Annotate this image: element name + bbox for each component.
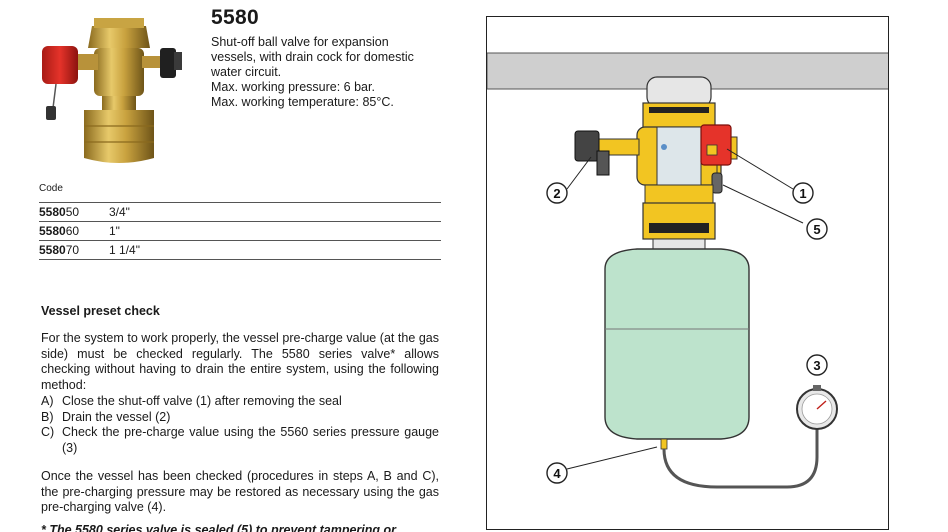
code-suffix: 60 — [65, 224, 80, 238]
callout-5-label: 5 — [813, 222, 820, 237]
description-line: Max. working temperature: 85°C. — [211, 95, 394, 109]
gas-precharge-valve — [660, 438, 668, 450]
list-item: B) Drain the vessel (2) — [41, 410, 439, 426]
gauge-hose — [662, 427, 819, 489]
size-cell: 1 1/4" — [109, 243, 140, 257]
callout-1-label: 1 — [799, 186, 806, 201]
step-text: Drain the vessel (2) — [62, 409, 171, 424]
code-prefix: 5580 — [39, 224, 66, 238]
expansion-vessel — [604, 248, 750, 440]
callout-4-label: 4 — [553, 466, 561, 481]
callout-4 — [546, 462, 568, 484]
description-line: Shut-off ball valve for expansion — [211, 35, 389, 49]
code-suffix: 50 — [65, 205, 80, 219]
intro-paragraph: For the system to work properly, the ves… — [41, 331, 439, 392]
footnote: * The 5580 series valve is sealed (5) to… — [41, 523, 397, 532]
leader-line-5 — [722, 184, 804, 224]
code-cell: 558070 — [39, 241, 109, 259]
description-line: vessels, with drain cock for domestic — [211, 50, 414, 64]
diagram-drawing: 1 2 3 4 5 — [487, 52, 888, 489]
steps-list: A) Close the shut-off valve (1) after re… — [41, 394, 439, 456]
product-description: Shut-off ball valve for expansion vessel… — [211, 35, 451, 110]
list-item: C) Check the pre-charge value using the … — [41, 425, 439, 456]
product-photo — [42, 18, 182, 163]
size-cell: 1" — [109, 224, 120, 238]
description-line: Max. working pressure: 6 bar. — [211, 80, 375, 94]
table-row: 558070 1 1/4" — [39, 241, 441, 260]
leader-line-4 — [566, 446, 658, 470]
step-letter: B) — [41, 409, 54, 424]
drain-cock-knob — [574, 130, 600, 162]
code-suffix: 70 — [65, 243, 80, 257]
code-cell: 558050 — [39, 203, 109, 221]
section-heading: Vessel preset check — [41, 304, 160, 318]
callout-1 — [792, 182, 814, 204]
table-row: 558050 3/4" — [39, 203, 441, 222]
size-cell: 3/4" — [109, 205, 130, 219]
code-table: 558050 3/4" 558060 1" 558070 1 1/4" — [39, 202, 441, 260]
step-letter: C) — [41, 425, 55, 439]
step-letter: A) — [41, 394, 54, 408]
callout-5 — [806, 218, 828, 240]
step-text: Close the shut-off valve (1) after remov… — [62, 394, 342, 408]
model-number: 5580 — [211, 6, 259, 29]
code-prefix: 5580 — [39, 205, 66, 219]
leader-line-1 — [726, 148, 794, 190]
seal — [711, 172, 723, 194]
code-prefix: 5580 — [39, 243, 66, 257]
restore-paragraph: Once the vessel has been checked (proced… — [41, 469, 439, 514]
table-row: 558060 1" — [39, 222, 441, 241]
callout-3 — [806, 354, 828, 376]
callout-2 — [546, 182, 568, 204]
step-text: Check the pre-charge value using the 556… — [62, 425, 439, 455]
callout-2-label: 2 — [553, 186, 560, 201]
description-line: water circuit. — [211, 65, 282, 79]
lower-nut — [642, 202, 716, 240]
installation-diagram: 1 2 3 4 5 — [486, 16, 889, 530]
callout-3-label: 3 — [813, 358, 820, 373]
list-item: A) Close the shut-off valve (1) after re… — [41, 394, 439, 410]
leader-line-2 — [566, 156, 592, 190]
code-cell: 558060 — [39, 222, 109, 240]
code-column-label: Code — [39, 183, 63, 194]
